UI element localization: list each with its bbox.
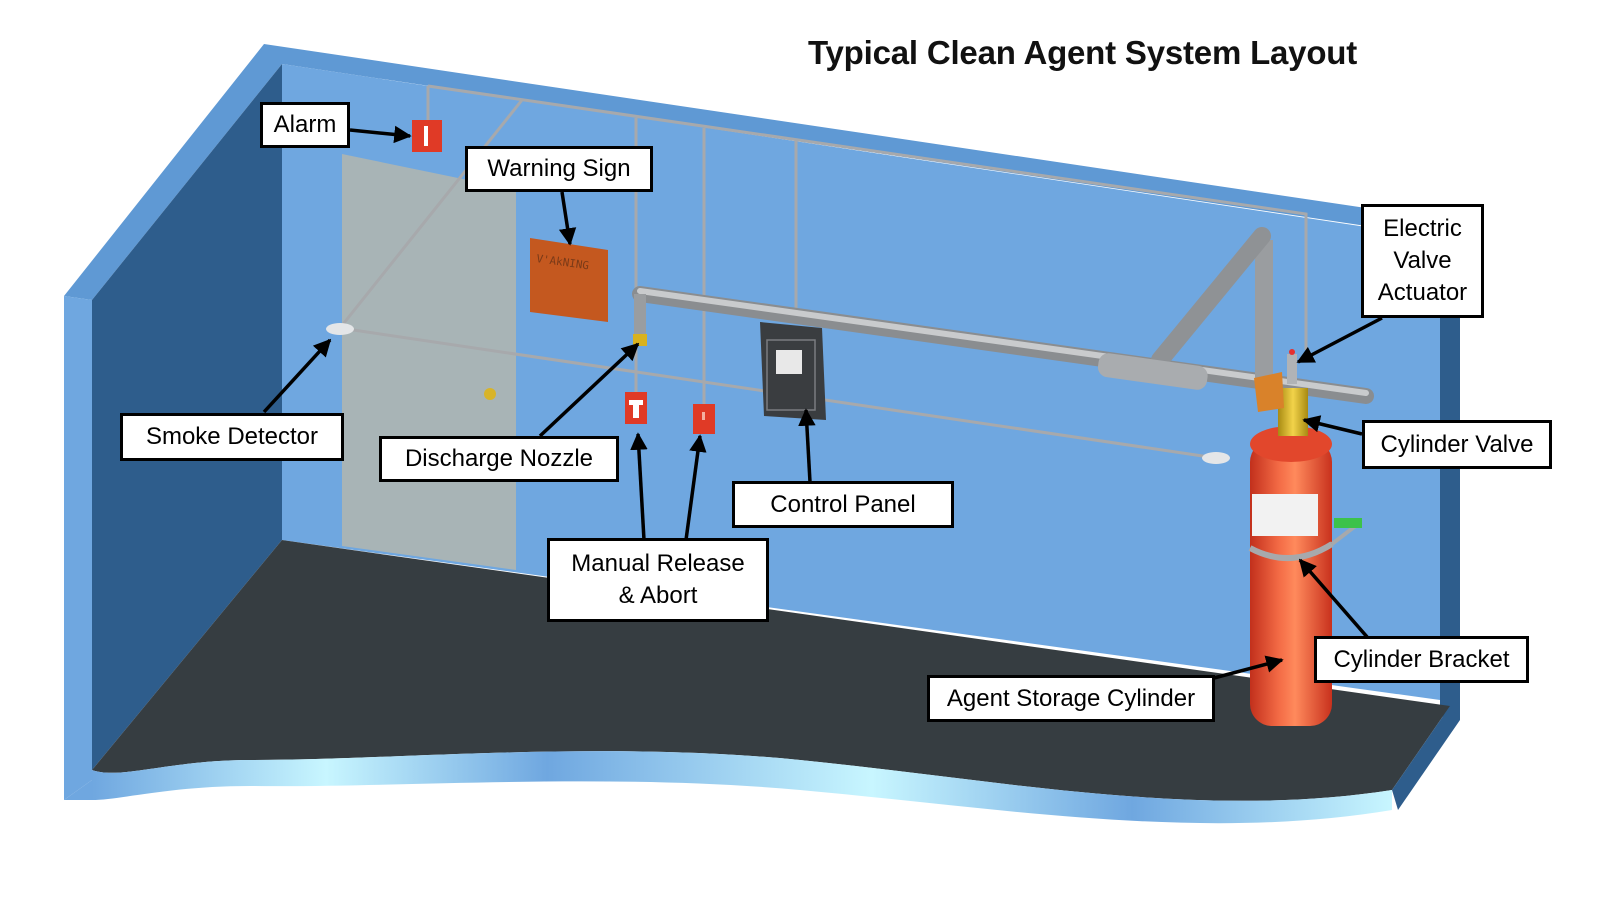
electric-valve-actuator [1287, 354, 1297, 384]
smoke-detector [1202, 452, 1230, 464]
actuator-indicator [1289, 349, 1295, 355]
left-wall-edge [64, 296, 92, 800]
label-electric-valve-actuator: Electric Valve Actuator [1361, 204, 1484, 318]
label-cylinder-valve: Cylinder Valve [1362, 420, 1552, 469]
control-panel-bezel [766, 339, 816, 411]
cylinder-bracket-band [1248, 541, 1334, 561]
label-control-panel: Control Panel [732, 481, 954, 528]
label-smoke-detector: Smoke Detector [120, 413, 344, 461]
floor [92, 540, 1450, 801]
manual-release-t-icon [629, 400, 643, 418]
label-warning-sign: Warning Sign [465, 146, 653, 192]
diagram-title: Typical Clean Agent System Layout [808, 34, 1358, 71]
discharge-pipe [632, 227, 1374, 404]
control-panel-screen [776, 350, 802, 374]
warning-sign [530, 238, 608, 322]
abort-indicator [702, 412, 705, 420]
label-discharge-nozzle: Discharge Nozzle [379, 436, 619, 482]
right-wall-edge [1440, 238, 1460, 720]
agent-storage-cylinder [1248, 426, 1362, 726]
smoke-detector [326, 323, 354, 335]
door-knob [484, 388, 496, 400]
label-cylinder-bracket: Cylinder Bracket [1314, 636, 1529, 683]
discharge-nozzle [633, 334, 647, 346]
callout-arrows [262, 125, 1383, 680]
alarm-strobe [424, 126, 428, 146]
floor-corner [1392, 706, 1460, 810]
label-manual-release-abort: Manual Release & Abort [547, 538, 769, 622]
label-agent-storage-cylinder: Agent Storage Cylinder [927, 675, 1215, 722]
left-base [64, 780, 92, 800]
floor-base-edge [92, 751, 1392, 824]
label-alarm: Alarm [260, 102, 350, 148]
valve-coupling [1254, 372, 1284, 412]
